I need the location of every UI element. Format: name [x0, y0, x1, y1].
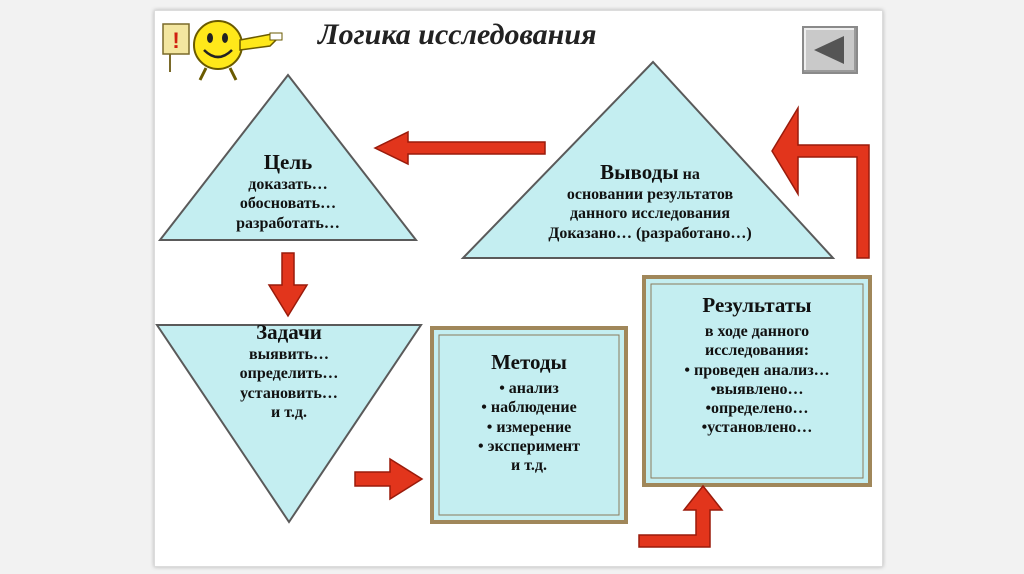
- back-arrow-icon: [814, 36, 844, 64]
- conclusions-line: Доказано… (разработано…): [548, 224, 752, 242]
- smiley-pointing-icon: !: [162, 20, 283, 81]
- results-line: •выявлено…: [710, 380, 804, 398]
- goal-triangle: [157, 73, 419, 241]
- results-line: в ходе данного: [704, 323, 810, 341]
- arrow-elbow-left: [771, 105, 870, 259]
- tasks-triangle: [155, 324, 423, 524]
- methods-item: и т.д.: [511, 456, 547, 474]
- conclusions-line: основании результатов: [566, 186, 734, 204]
- results-line: •установлено…: [701, 419, 813, 437]
- conclusions-heading: Выводы: [600, 160, 679, 184]
- methods-box: [430, 326, 628, 524]
- results-box-inner-border: [650, 283, 864, 479]
- arrow-elbow-up: [638, 484, 724, 548]
- tasks-line: и т.д.: [271, 403, 307, 421]
- arrow-left: [373, 130, 546, 166]
- methods-item: • анализ: [499, 380, 559, 398]
- methods-text: Методы • анализ • наблюдение • измерение…: [440, 350, 618, 475]
- methods-item: • эксперимент: [478, 437, 580, 455]
- methods-box-inner-border: [438, 334, 620, 516]
- methods-item: • наблюдение: [481, 399, 577, 417]
- back-button[interactable]: [802, 26, 858, 74]
- conclusions-heading-suffix: на: [678, 166, 700, 183]
- results-line: • проведен анализ…: [684, 361, 830, 379]
- conclusions-text: Выводы на основании результатов данного …: [505, 160, 795, 243]
- results-line: •определено…: [705, 399, 809, 417]
- arrow-down: [267, 252, 309, 318]
- tasks-line: определить…: [239, 365, 339, 383]
- tasks-text: Задачи выявить… определить… установить… …: [195, 320, 383, 422]
- results-box: [642, 275, 872, 487]
- goal-line: обосновать…: [239, 195, 337, 213]
- page-title: Логика исследования: [318, 18, 597, 51]
- goal-text: Цель доказать… обосновать… разработать…: [200, 150, 376, 233]
- results-line: исследования:: [704, 342, 810, 360]
- methods-heading: Методы: [491, 350, 567, 374]
- goal-line: разработать…: [236, 214, 340, 232]
- tasks-line: выявить…: [249, 346, 329, 364]
- conclusions-line: данного исследования: [569, 205, 731, 223]
- tasks-line: установить…: [240, 384, 338, 402]
- tasks-heading: Задачи: [256, 320, 322, 344]
- methods-item: • измерение: [486, 418, 572, 436]
- conclusions-triangle: [460, 60, 836, 259]
- arrow-right: [354, 457, 424, 501]
- svg-text:!: !: [172, 28, 179, 53]
- goal-heading: Цель: [263, 150, 313, 174]
- results-heading: Результаты: [702, 293, 812, 317]
- goal-line: доказать…: [248, 176, 328, 194]
- results-text: Результаты в ходе данного исследования: …: [652, 293, 862, 437]
